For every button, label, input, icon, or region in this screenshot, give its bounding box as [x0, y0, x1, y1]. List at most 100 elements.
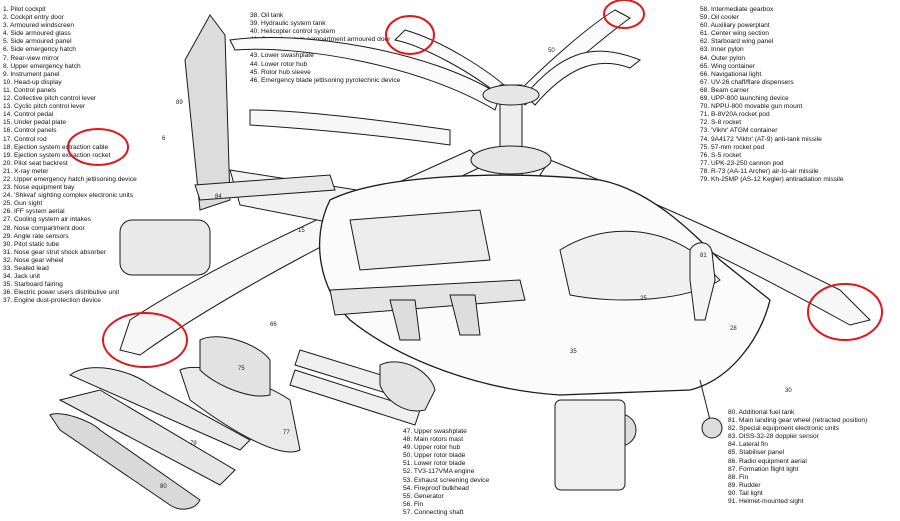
legend-item: 3. Armoured windscreen	[3, 22, 75, 30]
r-73-missile	[69, 367, 251, 451]
legend-item: 86. Radio equipment aerial	[728, 457, 807, 465]
highlight-circle	[102, 312, 188, 368]
legend-item: 66. Navigational light	[700, 70, 762, 78]
legend-item: 40. Helicopter control system	[250, 28, 336, 36]
legend-item: 2. Cockpit entry door	[3, 14, 64, 22]
legend-item: 6. Side emergency hatch	[3, 46, 76, 54]
legend-item: 58. Intermediate gearbox	[700, 6, 774, 13]
legend-item: 5. Side armoured panel	[3, 38, 72, 46]
engine-nacelle	[349, 209, 491, 271]
legend-item: 47. Upper swashplate	[403, 428, 467, 435]
callout-number: 15	[298, 228, 305, 234]
legend-item: 62. Starboard wing panel	[700, 38, 774, 46]
legend-item: 24. 'Shkval' sighting complex electronic…	[3, 192, 134, 200]
highlight-circle	[807, 283, 883, 341]
legend-item: 38. Oil tank	[250, 12, 284, 19]
nose-gear	[699, 379, 711, 421]
highlight-marks	[67, 0, 883, 368]
legend-item: 79. Kh-25MP (AS-12 Kegler) antiradiation…	[700, 175, 844, 183]
callout-number: 80	[160, 484, 167, 490]
legend-item: 56. Fin	[403, 500, 424, 508]
legend-item: 27. Cooling system air intakes	[3, 216, 91, 224]
legend-item: 75. 57-mm rocket pod	[700, 143, 765, 151]
callout-number: 50	[548, 48, 555, 54]
legend-item: 49. Upper rotor hub	[403, 444, 461, 452]
legend-item: 74. 9A4172 'Vikhr' (AT-9) anti-tank miss…	[700, 135, 822, 143]
highlight-circle	[67, 128, 129, 166]
legend-item: 14. Control pedal	[3, 111, 54, 119]
legend-column-4: 47. Upper swashplate 48. Main rotors mas…	[403, 428, 489, 517]
callout-number: 89	[176, 100, 183, 106]
legend-item: 18. Ejection system extraction cable	[3, 143, 109, 151]
legend-item: 15. Under pedal plate	[3, 119, 67, 127]
legend-item: 88. Fin	[728, 473, 749, 481]
legend-item: 70. NPPU-800 movable gun mount	[700, 103, 803, 111]
legend-item: 35. Starboard fairing	[3, 281, 63, 289]
highlight-circle	[385, 15, 435, 55]
stub-wing	[329, 279, 526, 316]
legend-item: 43. Lower swashplate	[250, 52, 314, 60]
legend-column-3: 58. Intermediate gearbox 59. Oil cooler …	[700, 6, 844, 184]
legend-item: 67. UV-26 chaff/flare dispensers	[700, 78, 794, 86]
callout-number: 35	[570, 349, 577, 355]
lower-rotor-hub	[470, 145, 552, 175]
callout-number: 6	[162, 136, 166, 142]
legend-item: 45. Rotor hub sleeve	[250, 68, 311, 76]
legend-item: 48. Main rotors mast	[403, 436, 464, 444]
legend-item: 32. Nose gear wheel	[3, 256, 64, 264]
callout-number: 66	[270, 322, 277, 328]
wing-pylon	[449, 294, 481, 336]
legend-item: 68. Beam carrier	[700, 86, 749, 94]
legend-item: 4. Side armoured glass	[3, 30, 71, 38]
pilot-figure	[689, 242, 716, 321]
rocket-pod	[199, 336, 271, 397]
legend-item: 21. X-ray meter	[3, 167, 49, 175]
upper-rotor-hub	[482, 84, 540, 106]
callout-number: 28	[730, 326, 737, 332]
callout-numbers: 89 6 84 15 66 75 79 80 77 50 25 28 81 35…	[160, 48, 792, 490]
legend-column-5: 80. Additional fuel tank 81. Main landin…	[728, 409, 867, 506]
legend-item: 60. Auxiliary powerplant	[700, 22, 770, 30]
legend-item: 77. UPK-23-250 cannon pod	[700, 159, 784, 167]
legend-item: 84. Lateral fin	[728, 441, 768, 449]
callout-number: 75	[238, 366, 245, 372]
legend-item: 51. Lower rotor blade	[403, 460, 466, 468]
legend-item: 76. S-5 rocket	[700, 151, 742, 159]
legend-item: 39. Hydraulic system tank	[250, 20, 326, 28]
legend-item: 64. Outer pylon	[700, 54, 746, 62]
callout-number: 81	[700, 253, 707, 259]
legend-item: 61. Center wing section	[700, 30, 769, 38]
b-8v20a-rocket-pod	[379, 361, 436, 412]
legend-item: 69. UPP-800 launching device	[700, 95, 789, 103]
legend-item: 78. R-73 (AA-11 Archer) air-to-air missi…	[700, 167, 819, 175]
callout-number: 84	[215, 194, 222, 200]
legend-item: 82. Special equipment electronic units	[728, 425, 840, 433]
legend-item: 8. Upper emergency hatch	[3, 62, 81, 70]
legend-item: 9. Instrument panel	[3, 70, 60, 78]
vikhr-atgm-container	[289, 369, 421, 426]
legend-item: 37. Engine dust-protection device	[3, 297, 101, 305]
legend-item: 44. Lower rotor hub	[250, 60, 308, 68]
legend-item: 73. 'Vikhr' ATGM container	[700, 127, 778, 135]
legend-item: 81. Main landing gear wheel (retracted p…	[728, 417, 868, 425]
legend-item: 72. S-8 rocket	[700, 119, 742, 127]
legend-item: 31. Nose gear strut shock absorber	[3, 248, 106, 256]
legend-item: 16. Control panels	[3, 127, 57, 135]
callout-number: 25	[640, 296, 647, 302]
legend-item: 29. Angle rate sensors	[3, 232, 69, 240]
legend-item: 65. Wing container	[700, 62, 755, 70]
legend-item: 23. Nose equipment bay	[3, 184, 75, 192]
legend-item: 1. Pilot cockpit	[3, 6, 46, 13]
stabiliser-panel	[194, 174, 336, 201]
legend-item: 7. Rear-view mirror	[3, 54, 60, 62]
lower-rotor-blade	[249, 109, 451, 146]
legend-item: 12. Collective pitch control lever	[3, 95, 97, 103]
legend-item: 30. Pitot static tube	[3, 240, 60, 248]
legend-item: 55. Generator	[403, 492, 444, 500]
callout-number: 79	[190, 441, 197, 447]
legend-item: 90. Tail light	[728, 489, 763, 497]
wing-pylon	[389, 299, 421, 341]
legend-item: 46. Emergency blade jettisoning pyrotech…	[250, 76, 401, 84]
legend-item: 63. Inner pylon	[700, 46, 744, 54]
